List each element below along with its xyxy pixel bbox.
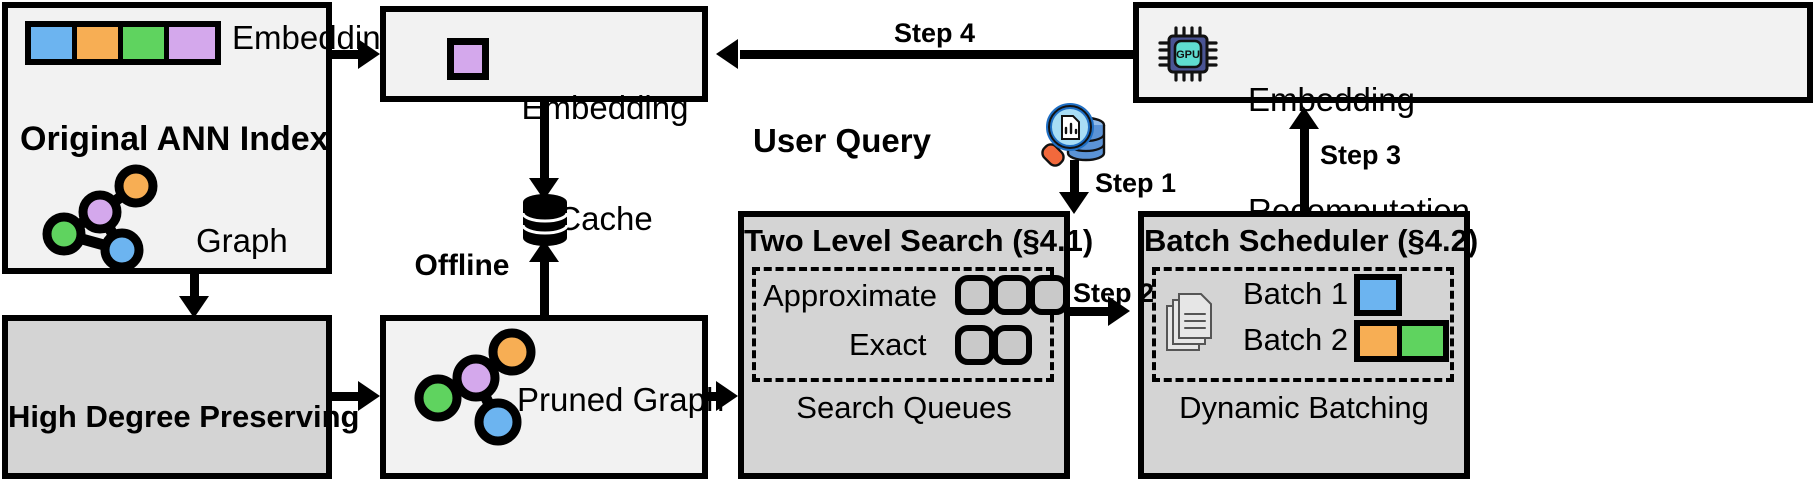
pruned-graph-label: Pruned Graph [517, 381, 725, 418]
batch-2-cells [1354, 320, 1449, 362]
arrow-index-to-pruning-line [190, 274, 199, 302]
dynamic-batching-footer: Dynamic Batching [1179, 390, 1429, 425]
arrow-step3-head [1289, 107, 1319, 129]
embedding-cache-title: Embedding Cache [510, 16, 700, 312]
arrow-step1-line [1070, 160, 1079, 200]
approximate-row-label: Approximate [763, 278, 938, 313]
arrow-index-to-cache-head [358, 39, 380, 69]
exact-slot-2[interactable] [992, 325, 1032, 365]
original-graph-icon [30, 164, 170, 272]
embedding-cell-purple [169, 27, 215, 59]
arrow-pruned-to-storage-head [529, 240, 559, 262]
offline-storage-label-line1: Offline [414, 249, 510, 283]
search-queues-footer: Search Queues [796, 390, 1012, 425]
batch-scheduler-title: Batch Scheduler (§4.2) [1144, 223, 1479, 258]
arrow-pruning-to-pruned-line [332, 392, 362, 401]
database-cylinder-icon [521, 193, 569, 247]
arrow-step4-head [716, 39, 738, 69]
embedding-recomputation-server-box [1133, 2, 1813, 103]
graph-pruning-title: High Degree Preserving Graph Pruning (§5… [8, 331, 360, 481]
gpu-chip-icon: GPU [1158, 26, 1220, 82]
embedding-cache-box [380, 6, 708, 102]
arrow-step1-head [1059, 192, 1089, 214]
arrow-cache-to-storage-head [529, 178, 559, 200]
two-level-search-title: Two Level Search (§4.1) [744, 223, 1094, 258]
arrow-index-to-cache-line [332, 50, 362, 59]
exact-row-label: Exact [849, 327, 927, 362]
embedding-cache-title-line1: Embedding [521, 88, 689, 126]
embedding-strip [25, 21, 221, 65]
pruned-graph-icon [404, 328, 544, 462]
embedding-cell-green [123, 27, 170, 59]
embedding-cache-swatch [447, 38, 489, 80]
arrow-cache-to-storage-line [540, 102, 549, 184]
recomputation-server-title-line1: Embedding [1248, 80, 1415, 118]
embedding-cell-blue [31, 27, 78, 59]
arrow-step3-line [1300, 127, 1309, 211]
step-2-label: Step 2 [1073, 278, 1155, 308]
dynamic-batching-region [1152, 267, 1454, 382]
original-ann-index-title: Original ANN Index [20, 120, 329, 158]
search-queues-region [752, 267, 1054, 382]
arrow-step2-head [1108, 296, 1130, 326]
step-4-label: Step 4 [894, 18, 976, 48]
arrow-index-to-pruning-head [179, 296, 209, 318]
approximate-slot-1[interactable] [955, 275, 995, 315]
batch-1-label: Batch 1 [1243, 276, 1349, 311]
svg-text:GPU: GPU [1176, 49, 1200, 61]
magnifier-database-icon [1040, 100, 1112, 172]
batch-2-cell-orange [1360, 326, 1402, 356]
user-query-label: User Query [753, 122, 931, 159]
batch-1-cell-blue [1360, 280, 1396, 310]
graph-label: Graph [196, 222, 288, 259]
batch-1-cells [1354, 274, 1402, 316]
arrow-pruned-to-storage-line [540, 258, 549, 318]
step-3-label: Step 3 [1320, 140, 1402, 170]
embedding-cell-orange [77, 27, 124, 59]
documents-icon [1163, 290, 1215, 356]
approximate-slot-3[interactable] [1029, 275, 1069, 315]
embedding-cache-title-line2: Cache [557, 199, 653, 237]
graph-pruning-box [2, 315, 332, 479]
arrow-step4-line [740, 50, 1136, 59]
arrow-step2-line [1070, 307, 1114, 316]
exact-slot-1[interactable] [955, 325, 995, 365]
step-1-label: Step 1 [1095, 168, 1177, 198]
arrow-pruned-to-search-line [708, 392, 722, 401]
batch-2-cell-green [1401, 326, 1443, 356]
arrow-pruning-to-pruned-head [358, 381, 380, 411]
batch-2-label: Batch 2 [1243, 322, 1349, 357]
approximate-slot-2[interactable] [992, 275, 1032, 315]
arrow-pruned-to-search-head [716, 381, 738, 411]
graph-pruning-title-line1: High Degree Preserving [8, 399, 360, 435]
